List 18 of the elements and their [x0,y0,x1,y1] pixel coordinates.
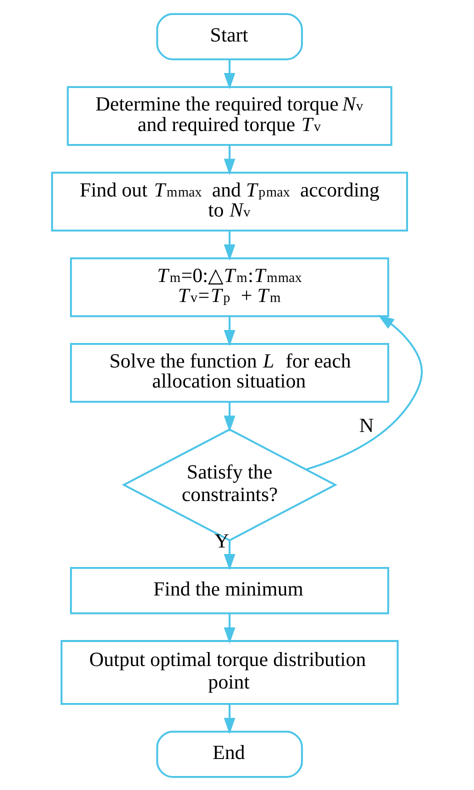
arrow [224,540,236,570]
node-box: Find out Tmmax and Tpmax according to Nv [51,171,408,232]
node-box: Start [156,12,303,60]
arrow [306,314,423,470]
arrow [224,402,236,432]
node-box: Find the minimum [70,566,390,614]
arrow [224,613,236,644]
node-box: End [156,730,303,778]
arrow [224,316,236,346]
arrow [224,230,236,260]
node-box: Output optimal torque distribution point [60,640,399,704]
node-box: Tm=0:△Tm:Tmmax Tv=Tp + Tm [70,256,390,317]
node-box: Determine the required torque Nv and required torque Tv [66,86,392,146]
node-box: Solve the function L for each allocation situation [70,342,390,402]
arrow [224,144,236,175]
arrow [224,704,236,734]
arrow [224,59,236,89]
edge-label: N [359,414,374,436]
